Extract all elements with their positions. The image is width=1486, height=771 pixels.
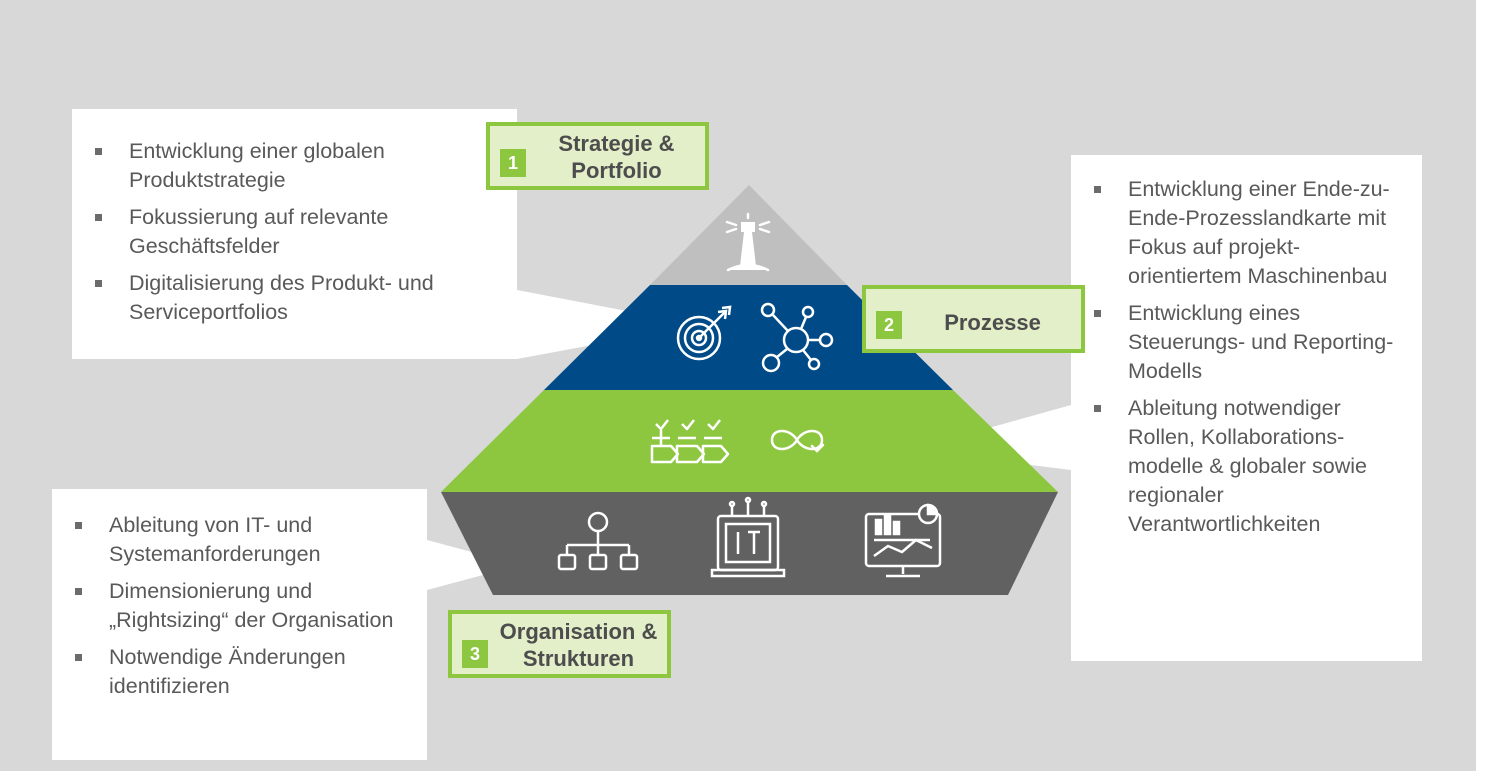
checklist-flow-icon: [650, 419, 730, 464]
label-number-badge: 1: [500, 149, 526, 177]
org-chart-icon: [557, 511, 639, 571]
pyramid-tier-processes: [441, 390, 1058, 492]
label-number-badge: 3: [462, 640, 488, 668]
list-item: Fokussierung auf relevante Geschäftsfeld…: [93, 203, 507, 261]
pyramid-tier-organisation: [441, 492, 1058, 595]
strategy-description-box: Entwicklung einer globalen Produktstrate…: [72, 109, 517, 359]
notch-green-1: [550, 484, 566, 492]
target-icon: [676, 305, 732, 361]
notch-strategy-left: [660, 381, 676, 390]
network-icon: [760, 302, 834, 373]
label-strategy: 1 Strategie & Portfolio: [486, 122, 709, 190]
list-item: Ableitung von IT- und Systemanforderunge…: [73, 511, 417, 569]
label-prozesse: 2 Prozesse: [862, 285, 1085, 353]
label-title: Strategie & Portfolio: [558, 131, 675, 183]
list-item: Digitalisierung des Produkt- und Service…: [93, 269, 507, 327]
list-item: Ableitung notwendiger Rollen, Kollaborat…: [1092, 394, 1412, 539]
prozesse-description-box: Entwicklung einer Ende-zu-Ende-Prozessla…: [1071, 155, 1422, 661]
prozesse-bullet-list: Entwicklung einer Ende-zu-Ende-Prozessla…: [1092, 175, 1412, 539]
list-item: Entwicklung eines Steuerungs- und Report…: [1092, 299, 1412, 386]
list-item: Entwicklung einer globalen Produktstrate…: [93, 137, 507, 195]
lighthouse-icon: [725, 212, 771, 272]
label-title: Prozesse: [944, 310, 1041, 335]
pyramid-tier-strategy: [544, 285, 953, 390]
notch-strategy-right: [820, 381, 836, 390]
organisation-bullet-list: Ableitung von IT- und Systemanforderunge…: [73, 511, 417, 701]
connector-strategy: [517, 290, 700, 359]
label-number-badge: 2: [876, 311, 902, 339]
it-laptop-icon: [710, 496, 786, 578]
dashboard-monitor-icon: [864, 503, 942, 578]
organisation-description-box: Ableitung von IT- und Systemanforderunge…: [52, 489, 427, 760]
notch-green-2: [713, 484, 729, 492]
label-title: Organisation & Strukturen: [499, 619, 658, 671]
right-edge: [1476, 0, 1486, 771]
list-item: Notwendige Änderungen identifizieren: [73, 643, 417, 701]
infinity-cycle-icon: [770, 429, 825, 453]
label-organisation: 3 Organisation & Strukturen: [448, 610, 671, 678]
connector-organisation: [427, 540, 520, 590]
list-item: Dimensionierung und „Rightsizing“ der Or…: [73, 577, 417, 635]
list-item: Entwicklung einer Ende-zu-Ende-Prozessla…: [1092, 175, 1412, 291]
notch-green-3: [900, 484, 916, 492]
strategy-bullet-list: Entwicklung einer globalen Produktstrate…: [93, 137, 507, 327]
